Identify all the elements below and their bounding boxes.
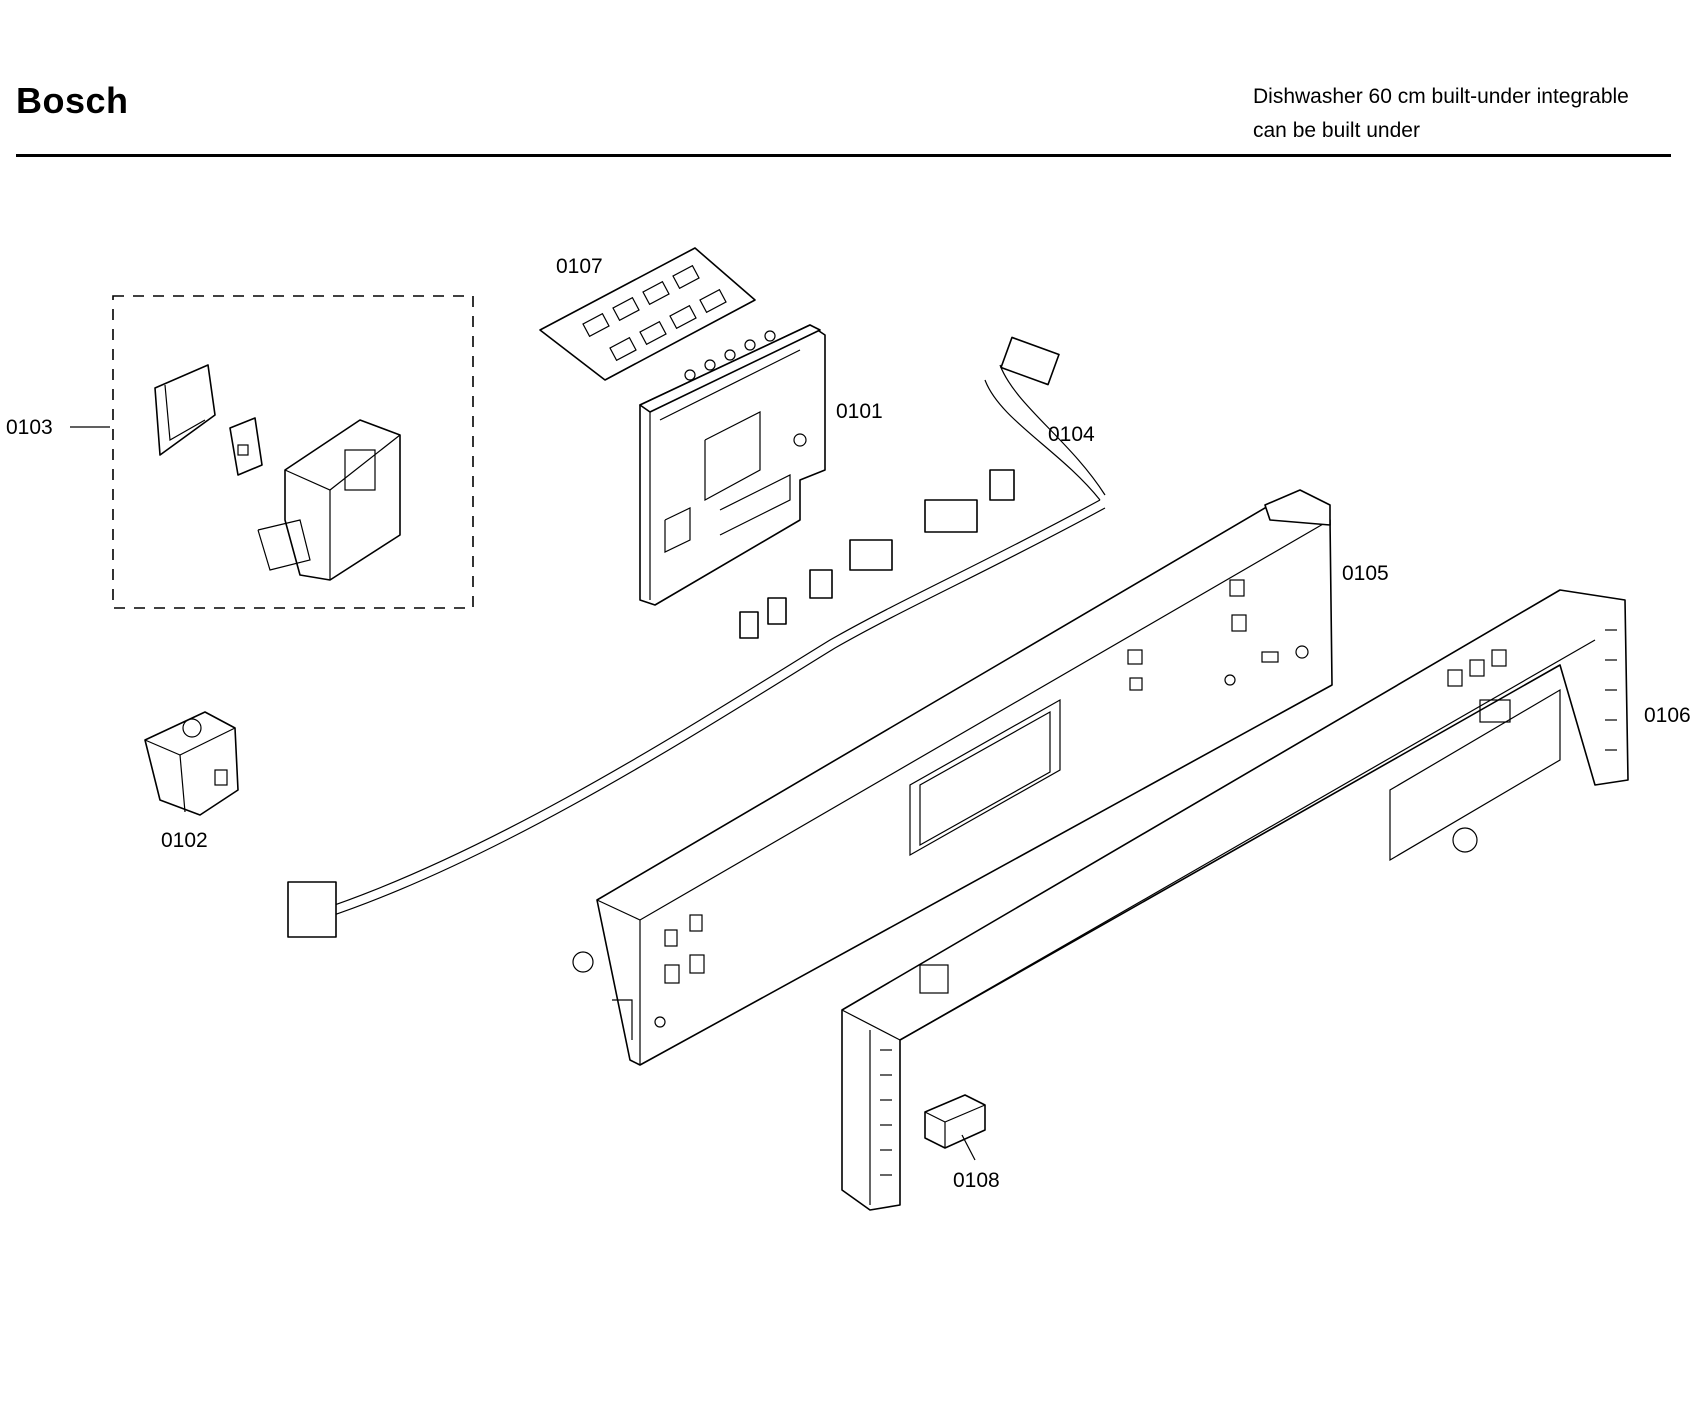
part-0105-control-panel-frame[interactable] [572, 489, 1333, 1066]
part-0108-connector-block[interactable] [924, 1094, 986, 1161]
label-0106: 0106 [1644, 704, 1691, 727]
model-description-line-2: can be built under [1253, 119, 1420, 142]
header-divider [16, 154, 1671, 157]
page-header: Bosch Dishwasher 60 cm built-under integ… [0, 0, 1698, 160]
label-0108: 0108 [953, 1169, 1000, 1192]
part-0102-switch[interactable] [144, 711, 239, 816]
part-0103-group[interactable] [70, 295, 474, 609]
part-0104-wiring-harness[interactable] [287, 336, 1106, 938]
part-0103-group-outline [112, 295, 474, 609]
brand-title: Bosch [16, 80, 129, 121]
leader-0108 [961, 1134, 976, 1161]
part-0106-fascia-trim[interactable] [841, 589, 1629, 1211]
label-0107: 0107 [556, 255, 603, 278]
label-0101: 0101 [836, 400, 883, 423]
part-0101-control-module[interactable] [639, 324, 826, 606]
label-0102: 0102 [161, 829, 208, 852]
label-0105: 0105 [1342, 562, 1389, 585]
part-0107-keypad-mat[interactable] [539, 247, 756, 381]
label-0103: 0103 [6, 416, 53, 439]
label-0104: 0104 [1048, 423, 1095, 446]
model-description-line-1: Dishwasher 60 cm built-under integrable [1253, 85, 1629, 108]
model-description: Dishwasher 60 cm built-under integrable … [1253, 80, 1629, 148]
